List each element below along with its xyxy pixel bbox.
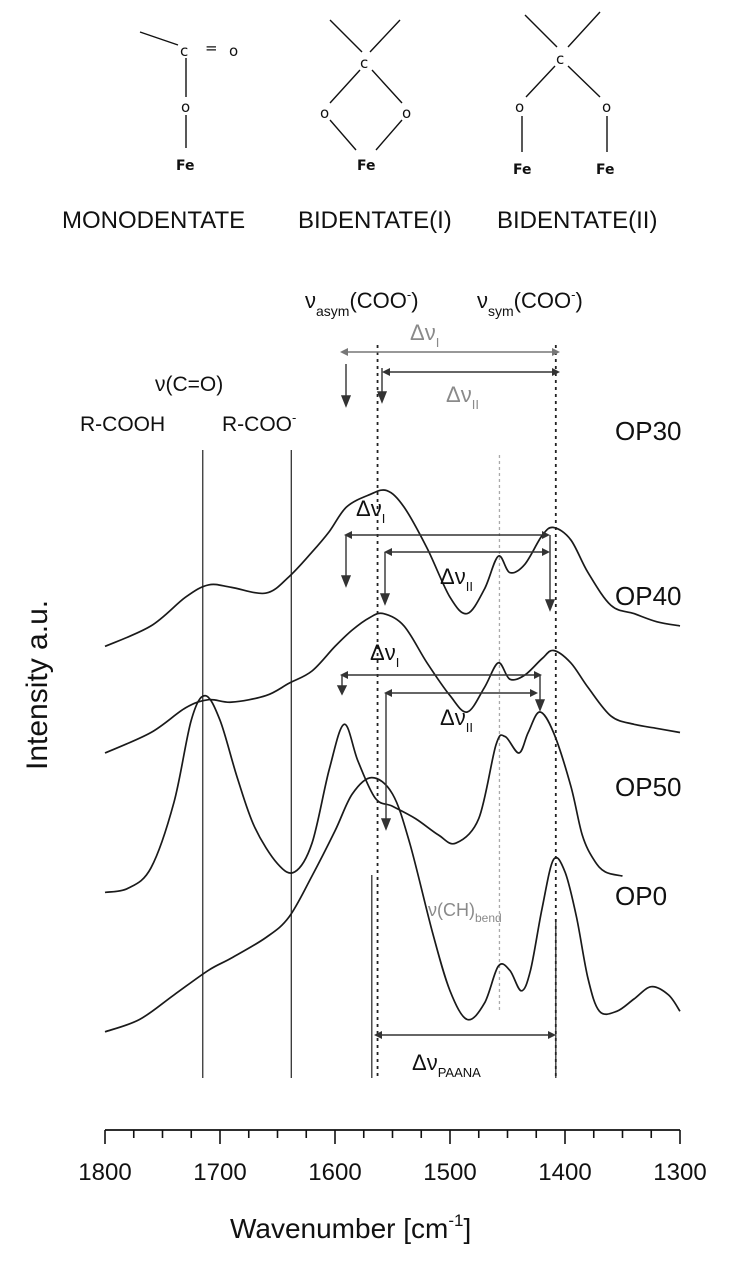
x-axis-label: Wavenumber [cm-1] — [230, 1211, 471, 1244]
delta-i-op30: ΔνI — [410, 320, 439, 350]
structure-bidentate-i — [329, 19, 403, 151]
nu-co-label: ν(C=O) — [155, 373, 223, 396]
x-tick-label: 1600 — [308, 1159, 361, 1186]
delta-ii-op50: ΔνII — [440, 705, 473, 735]
bi2-carbon: c — [556, 50, 564, 68]
delta-ii-op40: ΔνII — [440, 564, 473, 594]
mono-carbon: c — [180, 42, 188, 60]
delta-paana-label: ΔνPAANA — [412, 1050, 481, 1080]
bi2-iron-left: Fe — [513, 162, 532, 178]
bi2-oxygen-left: o — [515, 98, 524, 116]
series-line-op50 — [104, 694, 623, 894]
nu-sym-label: νsym(COO-) — [477, 287, 583, 319]
label-bidentate-i: BIDENTATE(I) — [298, 207, 452, 234]
x-tick-label: 1800 — [78, 1159, 131, 1186]
arrow-annotations — [336, 348, 560, 1039]
y-axis-label: Intensity a.u. — [21, 600, 54, 770]
x-tick-label: 1300 — [653, 1159, 706, 1186]
structure-bidentate-ii — [521, 11, 608, 152]
mono-double-bond: = — [205, 39, 218, 57]
delta-ii-op30: ΔνII — [446, 382, 479, 412]
mono-iron: Fe — [176, 158, 195, 174]
bi1-carbon: c — [360, 54, 368, 72]
series-label-op50: OP50 — [615, 772, 682, 802]
x-tick-label: 1500 — [423, 1159, 476, 1186]
bi1-iron: Fe — [357, 158, 376, 174]
nu-asym-label: νasym(COO-) — [305, 287, 419, 319]
rcoo-label: R-COO- — [222, 410, 296, 436]
x-axis: 1800 1700 1600 1500 1400 1300 — [78, 1129, 707, 1186]
rcooh-label: R-COOH — [80, 413, 165, 436]
series-label-op30: OP30 — [615, 416, 682, 446]
ch-bend-label: ν(CH)bend — [428, 900, 502, 925]
bi2-oxygen-right: o — [602, 98, 611, 116]
structure-monodentate — [139, 31, 187, 148]
series-label-op40: OP40 — [615, 581, 682, 611]
label-bidentate-ii: BIDENTATE(II) — [497, 207, 657, 234]
label-monodentate: MONODENTATE — [62, 207, 245, 234]
x-tick-label: 1700 — [193, 1159, 246, 1186]
bi1-oxygen-right: o — [402, 104, 411, 122]
delta-i-op50: ΔνI — [370, 640, 399, 670]
series-label-op0: OP0 — [615, 881, 667, 911]
series-line-op30 — [104, 489, 681, 648]
series-line-op0 — [104, 776, 681, 1033]
bi1-oxygen-left: o — [320, 104, 329, 122]
mono-oxygen-double: o — [229, 42, 238, 60]
series-line-op40 — [104, 612, 681, 754]
x-tick-label: 1400 — [538, 1159, 591, 1186]
mono-oxygen-single: o — [181, 98, 190, 116]
bi2-iron-right: Fe — [596, 162, 615, 178]
delta-i-op40: ΔνI — [356, 496, 385, 526]
